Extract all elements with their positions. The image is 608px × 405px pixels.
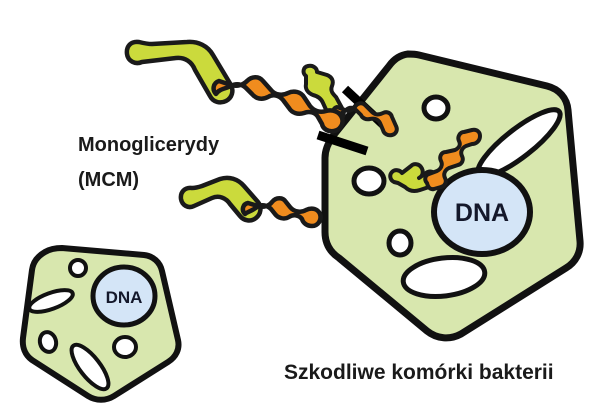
small-cell-nucleus-body	[90, 264, 158, 328]
free-molecule-1-tail	[211, 75, 345, 134]
small-cell-vacuole-tiny-lower-left	[37, 330, 59, 354]
molecule-label: Monoglicerydy (MCM)	[78, 134, 220, 191]
free-molecule-2-tail	[240, 196, 323, 229]
large-cell-vacuole-round-left	[351, 165, 387, 197]
free-monoglyceride-molecule-1	[124, 39, 345, 134]
free-molecule-1-head	[124, 39, 235, 105]
small-cell-vacuole-slit-left	[27, 288, 75, 314]
large-cell-vacuole-round-top	[421, 94, 451, 122]
small-cell-nucleus-label: DNA	[106, 288, 143, 307]
small-cell-vacuole-slit-bottom	[69, 342, 111, 392]
large-cell-vacuole-round-lower	[386, 228, 414, 258]
small-cell-vacuole-round-right	[112, 335, 138, 359]
internal-monoglyceride-molecule	[388, 127, 482, 193]
large-cell-vacuole-oval-bottom	[400, 254, 488, 300]
free-monoglyceride-molecule-2	[178, 175, 323, 229]
free-molecule-2-head	[178, 175, 263, 223]
large-cell-nucleus-body	[431, 167, 533, 257]
penetrating-molecule-tail	[331, 101, 399, 138]
small-cell-vacuole-round-top	[68, 258, 88, 278]
large-cell-nucleus-label: DNA	[455, 199, 509, 227]
small-cell-nucleus: DNA	[90, 264, 158, 328]
molecule-label-line2: (MCM)	[78, 169, 139, 191]
small-bacterial-cell: DNA	[19, 245, 182, 403]
large-bacterial-cell: DNA	[321, 50, 584, 342]
penetrating-monoglyceride-molecule	[301, 63, 399, 138]
molecule-label-line1: Monoglicerydy	[78, 134, 220, 156]
internal-molecule-tail	[423, 127, 482, 192]
large-cell-nucleus: DNA	[431, 167, 533, 257]
cells-label: Szkodliwe komórki bakterii	[284, 361, 554, 384]
membrane-break-bar-lower	[316, 130, 369, 156]
